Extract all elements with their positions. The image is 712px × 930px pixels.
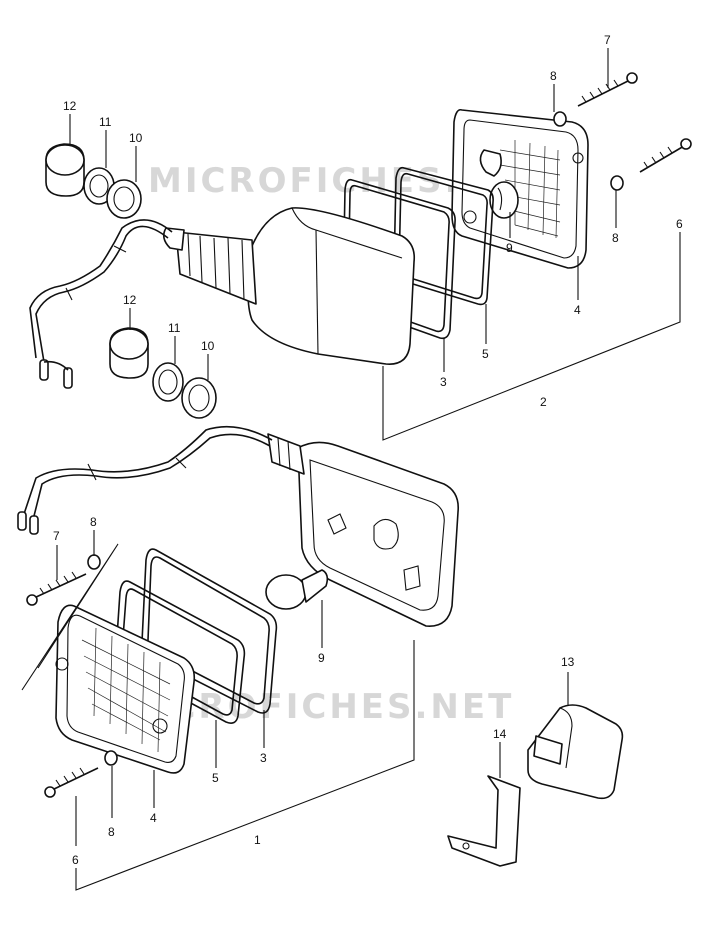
callout-6-bottom: 6 [72, 853, 79, 867]
bracket-assembly-2 [382, 232, 681, 441]
wiring-top [29, 219, 173, 389]
callout-10-mid: 10 [201, 339, 215, 353]
lens-top [451, 108, 589, 269]
callout-4-top: 4 [574, 303, 581, 317]
callout-2: 2 [540, 395, 547, 409]
callout-9-bottom: 9 [318, 651, 325, 665]
washer-top-upper [553, 111, 567, 127]
gasket-outer-bottom-inner [121, 588, 238, 716]
callout-8-top-lower: 8 [612, 231, 619, 245]
spacer-set-top [45, 143, 142, 219]
washer-bottom-upper [87, 554, 101, 570]
screw-top-right-lower [639, 138, 692, 173]
screw-top-right-upper [577, 72, 638, 107]
mounting-bracket [447, 775, 521, 867]
direction-arrow [21, 543, 119, 691]
callout-8-top-upper: 8 [550, 69, 557, 83]
housing-top [162, 207, 416, 365]
washer-top-lower [610, 175, 624, 191]
callout-5-bottom: 5 [212, 771, 219, 785]
bracket-assembly-1 [75, 640, 415, 891]
gasket-inner-bottom [140, 548, 278, 714]
bulb-top [479, 149, 519, 219]
housing-bottom [267, 433, 460, 627]
callout-labels: 12 11 10 12 11 10 7 8 8 6 9 4 5 3 2 7 8 … [53, 33, 683, 867]
spacer-set-mid [109, 327, 217, 419]
callout-4-bottom: 4 [150, 811, 157, 825]
callout-5-top: 5 [482, 347, 489, 361]
screw-bottom-upper [26, 571, 87, 606]
callout-3-bottom: 3 [260, 751, 267, 765]
callout-12-top: 12 [63, 99, 77, 113]
washer-bottom-lower [104, 750, 118, 766]
callout-11-mid: 11 [168, 321, 181, 335]
gasket-inner-bottom-inner [147, 556, 270, 705]
callout-14: 14 [493, 727, 507, 741]
callout-8-bottom-lower: 8 [108, 825, 115, 839]
callout-6-top: 6 [676, 217, 683, 231]
callout-12-mid: 12 [123, 293, 137, 307]
screw-bottom-lower [44, 767, 99, 798]
relay-unit [527, 704, 624, 800]
callout-11-top: 11 [99, 115, 112, 129]
callout-8-bottom-upper: 8 [90, 515, 97, 529]
callout-3-top: 3 [440, 375, 447, 389]
callout-7-top: 7 [604, 33, 611, 47]
gasket-outer-top [393, 166, 494, 306]
callout-9-top: 9 [506, 241, 513, 255]
bulb-bottom [265, 569, 329, 610]
wiring-bottom [17, 425, 273, 535]
lens-bottom [55, 604, 196, 774]
callout-10-top: 10 [129, 131, 143, 145]
gasket-outer-bottom [114, 580, 246, 724]
leader-lines [56, 48, 617, 846]
callout-1: 1 [254, 833, 261, 847]
gasket-outer-top-inner [398, 172, 488, 300]
callout-13: 13 [561, 655, 575, 669]
gasket-inner-top-inner [347, 184, 450, 333]
callout-7-bottom: 7 [53, 529, 60, 543]
gasket-inner-top [342, 178, 456, 340]
